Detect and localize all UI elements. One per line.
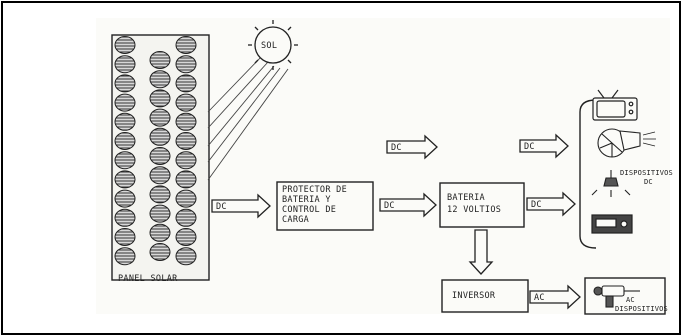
- ac-arrow-inverter-to-ac-devices-label: AC: [534, 293, 545, 303]
- sun-icon: [248, 20, 298, 70]
- drill-icon: [593, 285, 640, 308]
- solar-cell-icon: [114, 55, 136, 74]
- dc-arrow-panel-to-protector-label: DC: [216, 202, 227, 212]
- solar-cell-icon: [114, 228, 136, 246]
- solar-cell-icon: [175, 55, 197, 74]
- solar-cell-icon: [149, 204, 171, 223]
- solar-cell-icon: [114, 36, 136, 54]
- battery-line-2: 12 VOLTIOS: [447, 205, 501, 215]
- solar-cell-icon: [114, 189, 136, 208]
- lamp-icon: [591, 170, 631, 197]
- fan-icon: [597, 128, 656, 158]
- protector-line-3: CONTROL DE: [282, 205, 336, 215]
- solar-cell-icon: [175, 247, 197, 266]
- protector-line-2: BATERIA Y: [282, 195, 331, 205]
- solar-cell-icon: [175, 93, 197, 112]
- panel-solar-label: PANEL SOLAR: [118, 274, 178, 284]
- sun-label: SOL: [261, 41, 277, 51]
- dc-arrow-protector-to-battery: [379, 192, 437, 218]
- ac-devices-ac-label: AC: [626, 296, 635, 304]
- solar-cell-icon: [175, 170, 197, 189]
- dc-arrow-upper-right: [519, 133, 569, 159]
- solar-cell-icon: [114, 93, 136, 112]
- solar-cell-icon: [175, 228, 197, 246]
- dc-arrow-upper-left: [386, 134, 438, 160]
- dc-devices-line-1: DISPOSITIVOS: [620, 169, 673, 177]
- solar-cell-icon: [149, 51, 171, 69]
- solar-cell-icon: [149, 166, 171, 185]
- solar-cell-icon: [175, 132, 197, 150]
- dc-arrow-upper-left-label: DC: [391, 143, 402, 153]
- ac-devices-box: [584, 277, 666, 315]
- dc-arrow-protector-to-battery-label: DC: [384, 201, 395, 211]
- dc-arrow-panel-to-protector: [211, 193, 271, 219]
- protector-line-4: CARGA: [282, 215, 309, 225]
- solar-cell-icon: [149, 185, 171, 204]
- solar-cell-icon: [149, 127, 171, 146]
- solar-cell-icon: [149, 223, 171, 242]
- ac-devices-label: DISPOSITIVOS: [615, 305, 668, 313]
- solar-cell-icon: [114, 112, 136, 131]
- solar-cell-icon: [175, 74, 197, 93]
- battery-line-1: BATERIA: [447, 193, 485, 203]
- solar-cell-icon: [114, 208, 136, 227]
- solar-cell-icon: [114, 247, 136, 266]
- solar-cell-icon: [114, 170, 136, 189]
- dc-arrow-battery-to-dc-devices-label: DC: [531, 200, 542, 210]
- solar-cell-icon: [149, 243, 171, 261]
- solar-cell-grid: [114, 36, 197, 266]
- solar-cell-icon: [149, 89, 171, 108]
- battery-box: [439, 182, 525, 228]
- solar-cell-icon: [114, 132, 136, 150]
- dc-devices-line-2: DC: [644, 178, 653, 186]
- radio-icon: [591, 214, 633, 234]
- dc-arrow-battery-to-dc-devices: [526, 191, 576, 217]
- protector-line-1: PROTECTOR DE: [282, 185, 347, 195]
- dc-arrow-upper-right-label: DC: [524, 142, 535, 152]
- solar-cell-icon: [175, 36, 197, 54]
- inverter-label: INVERSOR: [452, 291, 496, 301]
- ac-arrow-inverter-to-ac-devices: [529, 284, 581, 310]
- sun-rays: [207, 55, 289, 181]
- solar-cell-icon: [149, 70, 171, 89]
- inverter-box: [441, 279, 529, 313]
- solar-cell-icon: [149, 108, 171, 127]
- protector-box: [276, 181, 374, 231]
- dc-devices-bracket: [579, 99, 597, 249]
- solar-cell-icon: [149, 147, 171, 165]
- solar-cell-icon: [114, 74, 136, 93]
- tv-icon: [592, 89, 638, 121]
- solar-panel: [111, 34, 210, 281]
- solar-cell-icon: [175, 112, 197, 131]
- arrow-battery-to-inverter: [468, 229, 494, 275]
- solar-cell-icon: [175, 189, 197, 208]
- solar-cell-icon: [175, 151, 197, 170]
- solar-cell-icon: [175, 208, 197, 227]
- solar-cell-icon: [114, 151, 136, 170]
